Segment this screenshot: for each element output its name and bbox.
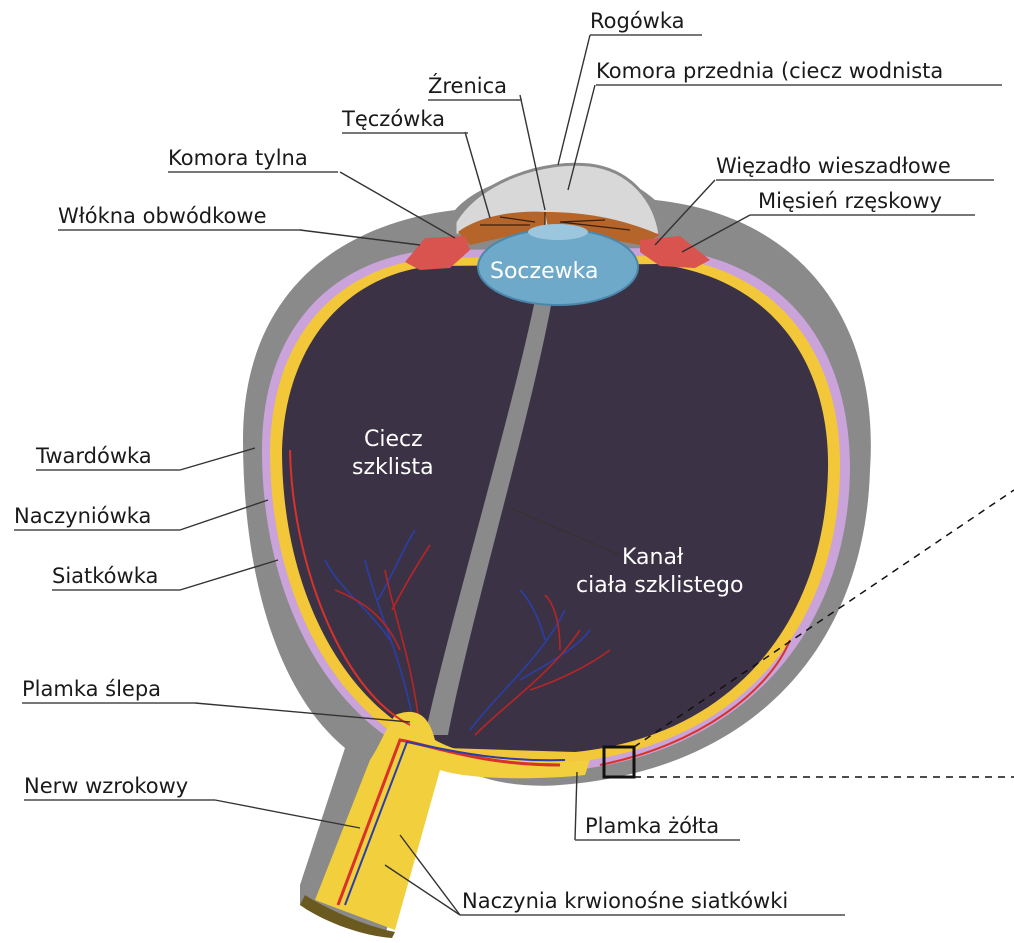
label-canal-line1: Kanał — [622, 545, 684, 570]
label-ciliary-muscle: Mięsień rzęskowy — [750, 189, 975, 215]
label-posterior-chamber: Komora tylna — [168, 146, 338, 172]
label-suspensory-ligament-text: Więzadło wieszadłowe — [716, 154, 951, 178]
label-sclera: Twardówka — [35, 444, 180, 470]
label-canal-line2: ciała szklistego — [576, 573, 743, 598]
label-macula-text: Plamka żółta — [585, 814, 719, 838]
label-macula: Plamka żółta — [575, 814, 740, 840]
label-lens: Soczewka — [490, 259, 598, 284]
label-pupil: Źrenica — [428, 73, 522, 100]
label-retina: Siatkówka — [52, 564, 180, 590]
label-posterior-chamber-text: Komora tylna — [168, 146, 308, 170]
label-retinal-vessels: Naczynia krwionośne siatkówki — [460, 889, 845, 915]
label-cornea: Rogówka — [590, 9, 702, 35]
label-anterior-chamber-text: Komora przednia (ciecz wodnista — [596, 59, 943, 83]
label-anterior-chamber: Komora przednia (ciecz wodnista — [596, 59, 1002, 85]
label-iris-text: Tęczówka — [341, 107, 445, 131]
label-optic-nerve-text: Nerw wzrokowy — [24, 774, 188, 798]
label-choroid: Naczyniówka — [14, 504, 180, 530]
label-ciliary-muscle-text: Mięsień rzęskowy — [758, 189, 942, 213]
label-blind-spot-text: Plamka ślepa — [22, 677, 161, 701]
label-zonular-fibers: Włókna obwódkowe — [58, 204, 302, 230]
label-zonular-fibers-text: Włókna obwódkowe — [58, 204, 266, 228]
label-sclera-text: Twardówka — [35, 444, 152, 468]
label-iris: Tęczówka — [341, 107, 468, 133]
label-retina-text: Siatkówka — [52, 564, 158, 588]
label-cornea-text: Rogówka — [590, 9, 685, 33]
label-pupil-text: Źrenica — [428, 73, 507, 98]
label-choroid-text: Naczyniówka — [14, 504, 151, 528]
label-vitreous-line2: szklista — [352, 455, 434, 480]
label-vitreous-line1: Ciecz — [364, 427, 423, 452]
label-suspensory-ligament: Więzadło wieszadłowe — [716, 154, 994, 180]
label-optic-nerve: Nerw wzrokowy — [24, 774, 215, 800]
label-retinal-vessels-text: Naczynia krwionośne siatkówki — [462, 889, 788, 913]
label-blind-spot: Plamka ślepa — [22, 677, 195, 703]
